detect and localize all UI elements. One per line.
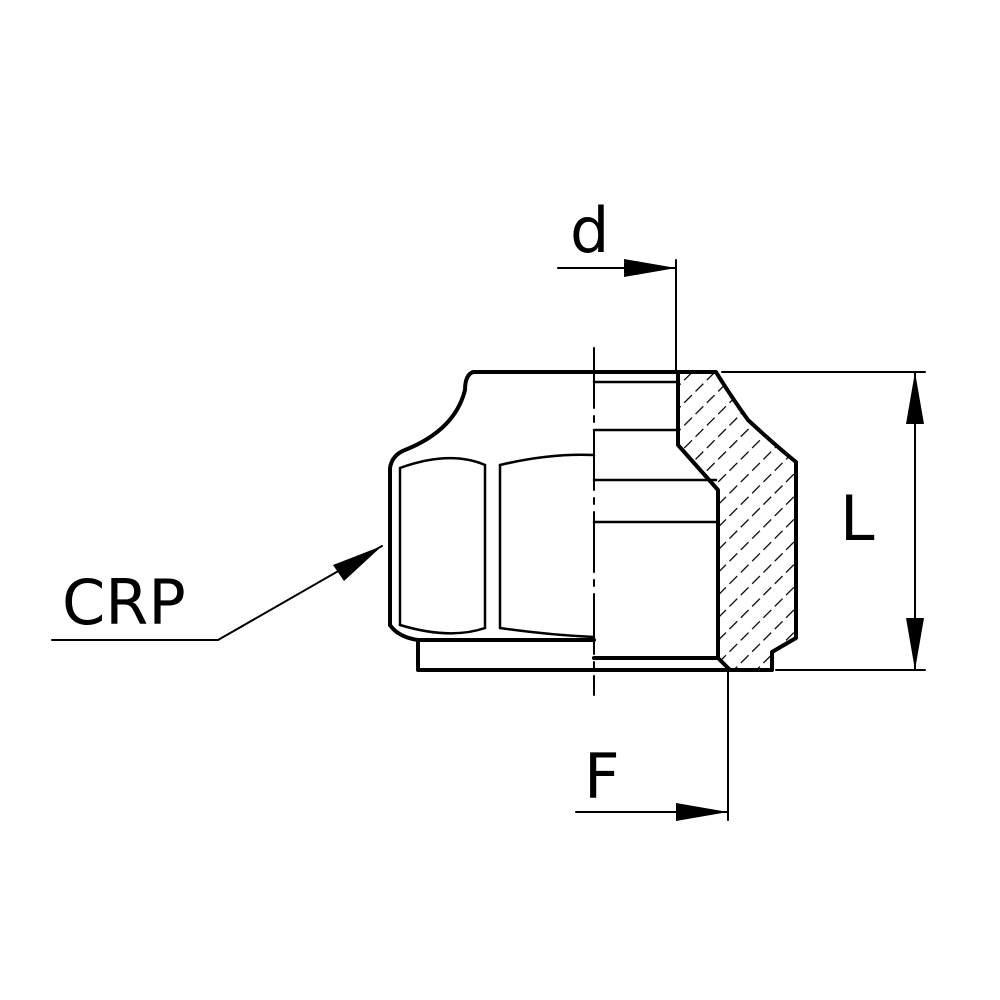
dimension-l bbox=[721, 371, 926, 671]
label-l: L bbox=[840, 482, 875, 555]
dimension-d bbox=[557, 259, 677, 373]
dimension-f bbox=[575, 669, 729, 821]
nut-body bbox=[388, 370, 596, 672]
label-d: d bbox=[570, 194, 609, 267]
label-crp: CRP bbox=[62, 566, 186, 639]
crp-leader bbox=[51, 545, 383, 641]
section-view bbox=[592, 370, 798, 672]
label-f: F bbox=[584, 740, 620, 813]
